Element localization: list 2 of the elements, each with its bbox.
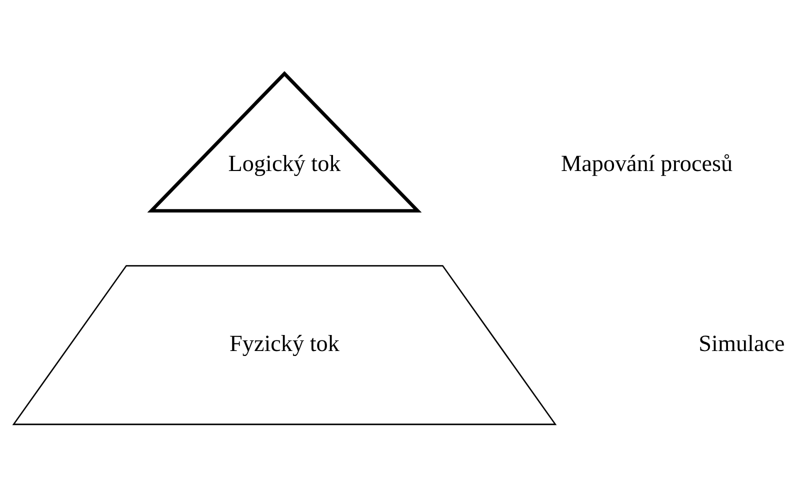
label: Simulace [698,330,785,356]
label: Mapování procesů [561,150,733,176]
